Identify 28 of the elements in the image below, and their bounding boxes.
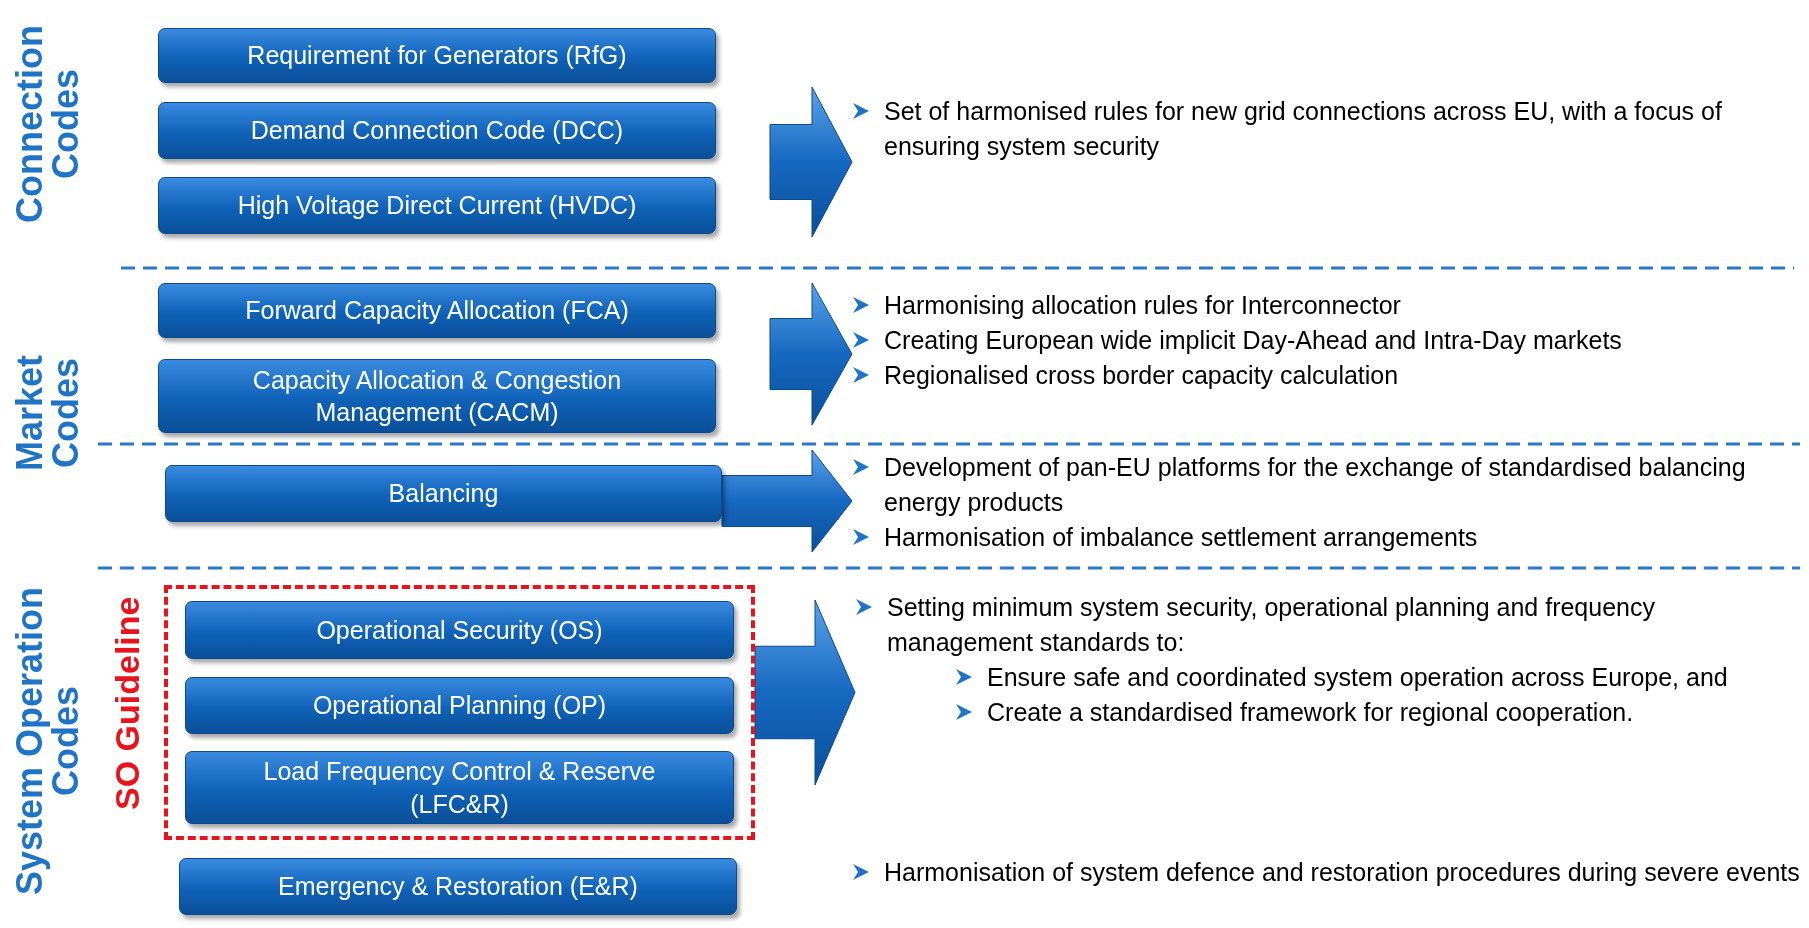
bullet-text: Ensure safe and coordinated system operation across Europe, and [987, 662, 1728, 693]
section-title: Connection Codes [12, 24, 87, 225]
bullet-text: Create a standardised framework for regional cooperation. [987, 697, 1634, 728]
code-box: Requirement for Generators (RfG) [158, 28, 716, 83]
section-title: Market Codes [12, 353, 87, 474]
code-box: Operational Security (OS) [185, 601, 734, 659]
bullet-text: Harmonisation of imbalance settlement arrangements [884, 522, 1478, 553]
block-arrow [769, 86, 853, 238]
code-box: Forward Capacity Allocation (FCA) [158, 283, 716, 338]
block-arrow [721, 449, 853, 553]
code-box: Load Frequency Control & Reserve (LFC&R) [185, 751, 734, 824]
bullet-text: Regionalised cross border capacity calculation [884, 360, 1399, 391]
code-box: Capacity Allocation & Congestion Management (CACM) [158, 359, 716, 433]
group-title: SO Guideline [110, 595, 144, 813]
code-box: High Voltage Direct Current (HVDC) [158, 177, 716, 234]
bullet-text: Setting minimum system security, operational planning and frequency management standards to: [887, 592, 1656, 658]
code-box: Operational Planning (OP) [185, 677, 734, 734]
block-arrow [754, 599, 856, 786]
bullet-text: Development of pan-EU platforms for the exchange of standardised balancing energy products [884, 452, 1747, 518]
code-box: Emergency & Restoration (E&R) [179, 858, 737, 915]
code-box: Balancing [165, 465, 722, 522]
bullet-text: Creating European wide implicit Day-Ahead and Intra-Day markets [884, 325, 1622, 356]
section-title: System Operation Codes [12, 585, 87, 897]
block-arrow [769, 282, 853, 426]
code-box: Demand Connection Code (DCC) [158, 102, 716, 159]
bullet-text: Harmonisation of system defence and restoration procedures during severe events [884, 857, 1800, 888]
bullet-text: Set of harmonised rules for new grid connections across EU, with a focus of ensuring system security [884, 96, 1723, 162]
bullet-text: Harmonising allocation rules for Interconnector [884, 290, 1401, 321]
